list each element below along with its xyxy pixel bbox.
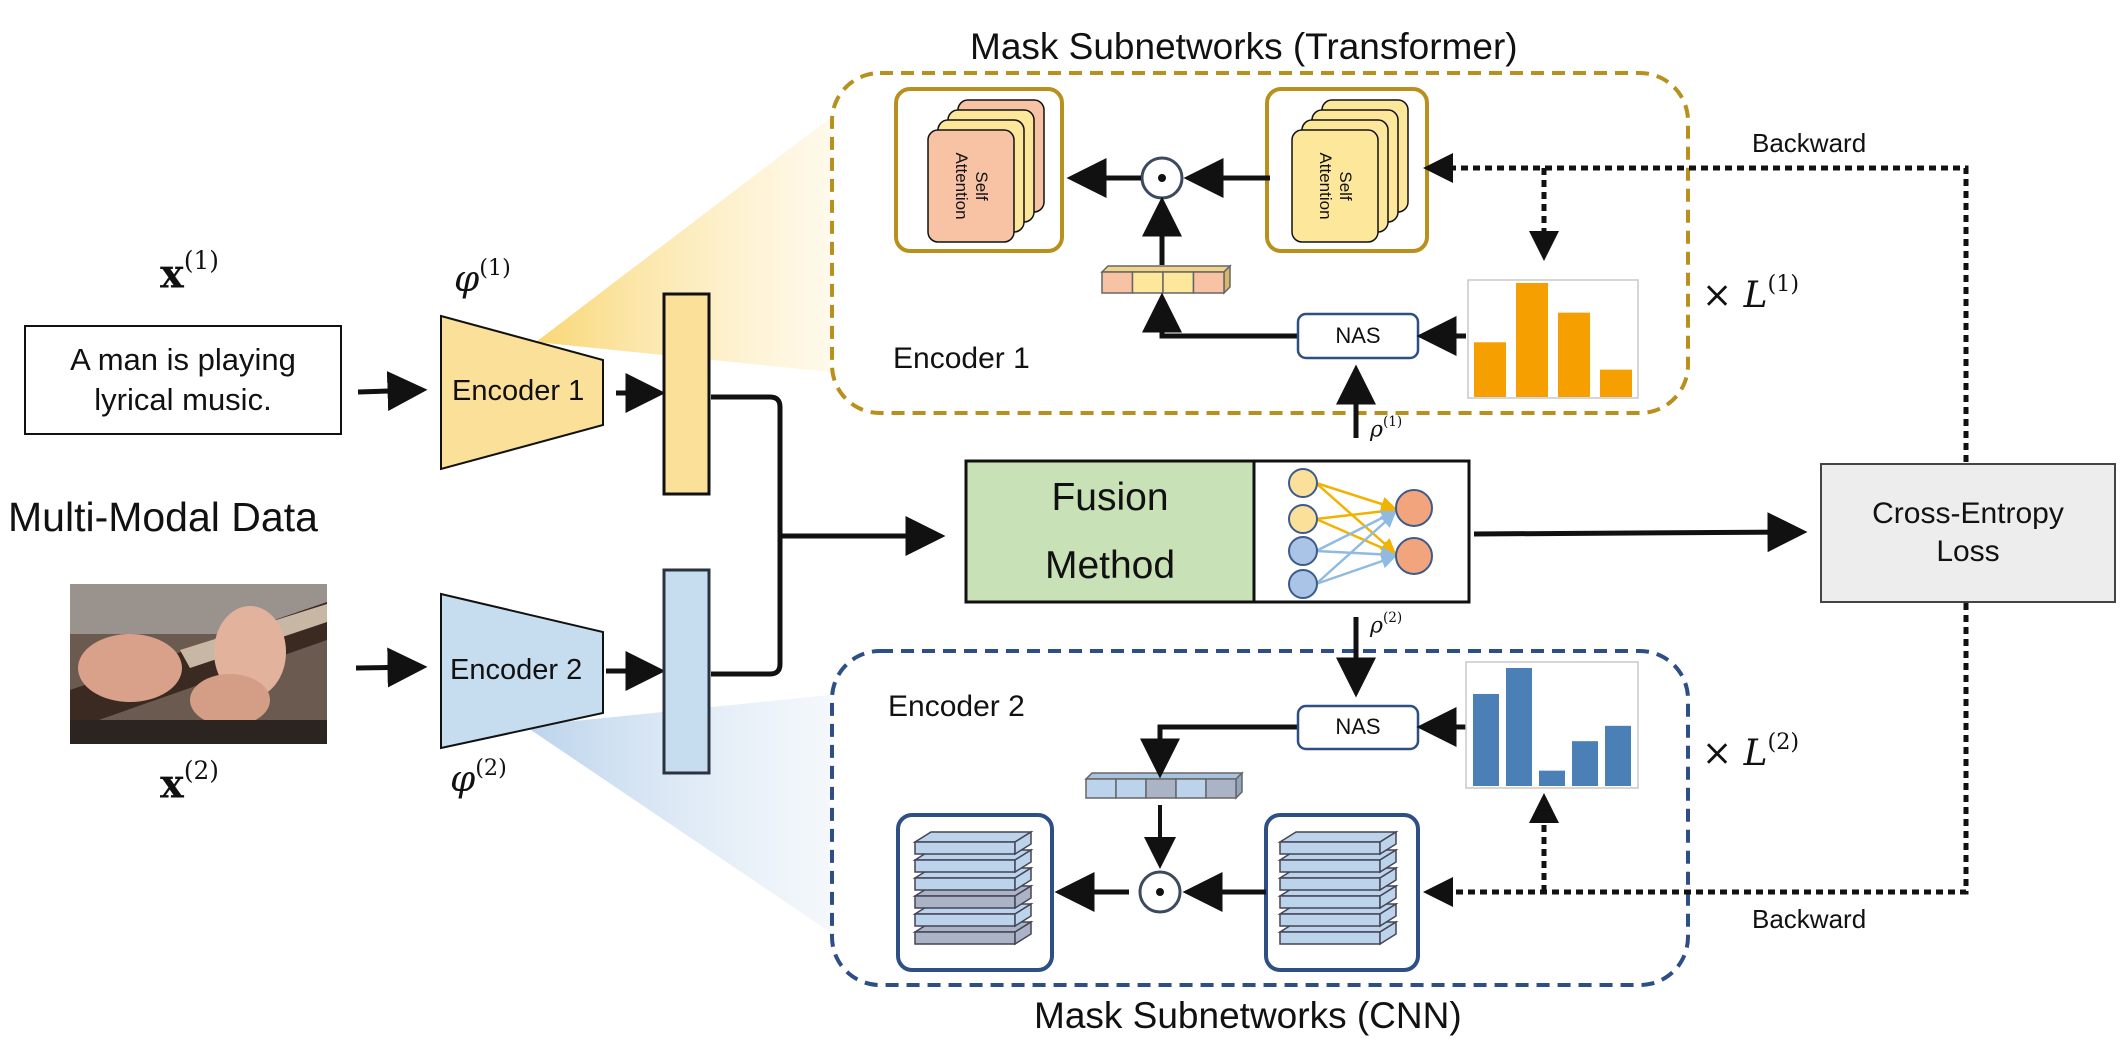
cnn-layer-side	[1379, 866, 1397, 892]
cnn-layer-side	[1379, 902, 1397, 928]
cnn-layer	[914, 877, 1016, 891]
cnn-layer-top	[1277, 831, 1399, 843]
fusion-method-box	[964, 459, 1256, 604]
fusion-method-label: Fusion Method	[966, 463, 1254, 601]
cnn-layer-side	[1014, 866, 1032, 892]
cnn-layer-side	[1379, 884, 1397, 910]
cnn-layer	[914, 841, 1016, 855]
cnn-layer	[914, 931, 1016, 945]
encoder1-projection-cone	[536, 118, 830, 372]
input-cnn-stack	[1277, 830, 1399, 946]
bottom-block-title: Mask Subnetworks (CNN)	[1034, 995, 1462, 1036]
backward-label-top: Backward	[1752, 128, 1867, 158]
cnn-layer-side	[1014, 884, 1032, 910]
encoder1-label: Encoder 1	[452, 375, 585, 407]
cnn-layer-side	[1014, 830, 1032, 856]
self-attn-line2: Attention	[952, 152, 971, 220]
cnn-layer-side	[1379, 830, 1397, 856]
input-attention-stack	[1265, 87, 1429, 253]
top-encoder-label: Encoder 1	[893, 342, 1030, 375]
fusion-line2: Method	[1044, 544, 1176, 587]
score-bar	[1516, 283, 1548, 397]
cnn-layer	[1279, 841, 1381, 855]
feature-vector-text	[662, 292, 711, 496]
cnn-layer	[1279, 859, 1381, 873]
mask-vector-bottom	[1084, 771, 1244, 800]
feature-vector-image	[662, 568, 711, 775]
guitar-video-frame	[70, 584, 327, 744]
cnn-layer	[1279, 895, 1381, 909]
output-attention-stack	[894, 87, 1064, 253]
score-bars-top	[1474, 283, 1632, 397]
score-bar	[1539, 770, 1565, 786]
score-bar	[1473, 693, 1499, 786]
cnn-layer	[914, 913, 1016, 927]
rho1-label: ρ(1)	[1370, 413, 1403, 443]
cross-entropy-loss-label: Cross-Entropy Loss	[1821, 464, 2115, 602]
nas-label-top: NAS	[1335, 323, 1381, 348]
top-mask-block-border	[830, 71, 1690, 415]
cross-entropy-loss-box	[1820, 463, 2116, 603]
text-input-symbol: x(1)	[160, 246, 219, 298]
score-bar	[1572, 741, 1598, 786]
score-bar	[1474, 342, 1506, 397]
rho2-label: ρ(2)	[1370, 609, 1403, 639]
bottom-mask-block-border	[830, 649, 1690, 987]
score-bar	[1506, 668, 1532, 786]
encoder1-param-label: φ(1)	[454, 254, 511, 300]
loss-line1: Cross-Entropy	[1872, 497, 2064, 530]
encoder2-trapezoid	[440, 592, 604, 750]
score-bar	[1605, 725, 1631, 786]
input-self-attention-label: Self Attention	[1292, 130, 1378, 242]
mask-vector-top	[1100, 264, 1232, 295]
fusion-network-panel	[1252, 459, 1471, 604]
encoder2-param-label: φ(2)	[450, 754, 507, 800]
nas-label-bottom: NAS	[1335, 714, 1381, 739]
self-attn-line2: Attention	[1316, 152, 1335, 220]
cnn-layer	[1279, 877, 1381, 891]
cnn-layer-side	[1379, 920, 1397, 946]
bottom-encoder-label: Encoder 2	[888, 690, 1025, 723]
score-bars-bottom	[1473, 668, 1631, 786]
cnn-layer	[914, 859, 1016, 873]
cnn-layer-top	[912, 831, 1034, 843]
fusion-network-icon	[1288, 468, 1433, 599]
cnn-layer	[1279, 913, 1381, 927]
image-input-symbol: x(2)	[160, 756, 219, 808]
text-input-box: A man is playing lyrical music.	[24, 325, 342, 435]
cnn-layer-side	[1014, 902, 1032, 928]
encoder2-projection-cone	[525, 695, 830, 932]
self-attn-line1: Self	[1336, 171, 1355, 201]
encoder2-label: Encoder 2	[450, 654, 583, 686]
score-bar	[1558, 312, 1590, 397]
score-bar	[1600, 369, 1632, 397]
text-input-line2: lyrical music.	[94, 382, 272, 417]
layers-label-bottom: × L(2)	[1702, 728, 1800, 774]
cnn-layer	[914, 895, 1016, 909]
cnn-layer-side	[1014, 920, 1032, 946]
multimodal-data-label: Multi-Modal Data	[8, 494, 318, 540]
output-self-attention-label: Self Attention	[928, 130, 1014, 242]
loss-line2: Loss	[1936, 535, 2000, 568]
cnn-layer-side	[1014, 848, 1032, 874]
output-cnn-stack	[912, 830, 1034, 946]
layers-label-top: × L(1)	[1702, 270, 1800, 316]
text-input-line1: A man is playing	[70, 342, 296, 377]
fusion-line1: Fusion	[1051, 476, 1169, 519]
cnn-layer	[1279, 931, 1381, 945]
self-attn-line1: Self	[972, 171, 991, 201]
top-block-title: Mask Subnetworks (Transformer)	[970, 26, 1518, 67]
backward-label-bottom: Backward	[1752, 904, 1867, 934]
cnn-layer-side	[1379, 848, 1397, 874]
encoder1-trapezoid	[440, 314, 604, 471]
